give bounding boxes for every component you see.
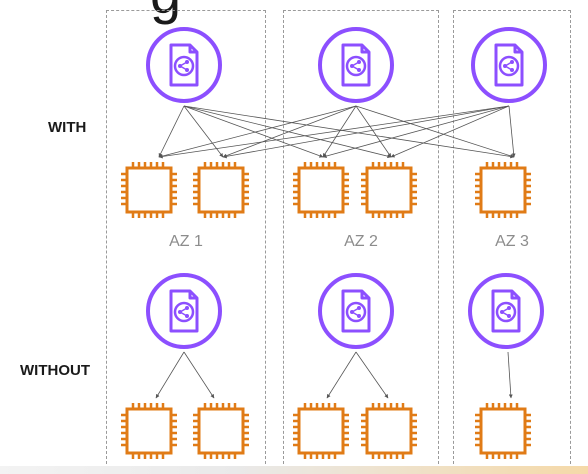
load-balancer-icon [316,25,396,110]
connector-line [508,105,516,158]
ec2-instance-icon [472,400,534,467]
load-balancer-icon [316,271,396,356]
with-connections [158,105,516,159]
connector-line [158,105,510,159]
ec2-instance-icon [290,159,352,226]
ec2-instance-icon [358,400,420,467]
load-balancer-icon [466,271,546,356]
load-balancer-icon [144,25,224,110]
connector-line [183,351,215,399]
ec2-instance-icon [290,400,352,467]
ec2-instance-icon [190,400,252,467]
connector-line [322,105,357,158]
connector-line [507,351,513,399]
row-label-without: WITHOUT [20,362,90,379]
connector-line [155,351,185,399]
connector-line [183,105,392,159]
connector-line [183,105,324,158]
az-label-2: AZ 2 [344,233,378,250]
connector-line [183,105,515,159]
ec2-instance-icon [472,159,534,226]
ec2-instance-icon [190,159,252,226]
connector-line [355,105,515,158]
connector-line [222,105,357,158]
connector-line [355,351,389,399]
without-connections [155,351,513,399]
connector-line [222,105,510,159]
connector-line [390,105,510,158]
load-balancer-icon [144,271,224,356]
az-label-3: AZ 3 [495,233,529,250]
bottom-decorative-bar [0,466,588,474]
load-balancer-icon [469,25,549,110]
connector-line [322,105,510,158]
row-label-with: WITH [48,119,87,136]
connector-line [326,351,357,399]
ec2-instance-icon [118,159,180,226]
ec2-instance-icon [358,159,420,226]
az-label-1: AZ 1 [169,233,203,250]
connector-line [355,105,392,158]
connector-line [158,105,185,158]
connector-line [158,105,357,159]
ec2-instance-icon [118,400,180,467]
